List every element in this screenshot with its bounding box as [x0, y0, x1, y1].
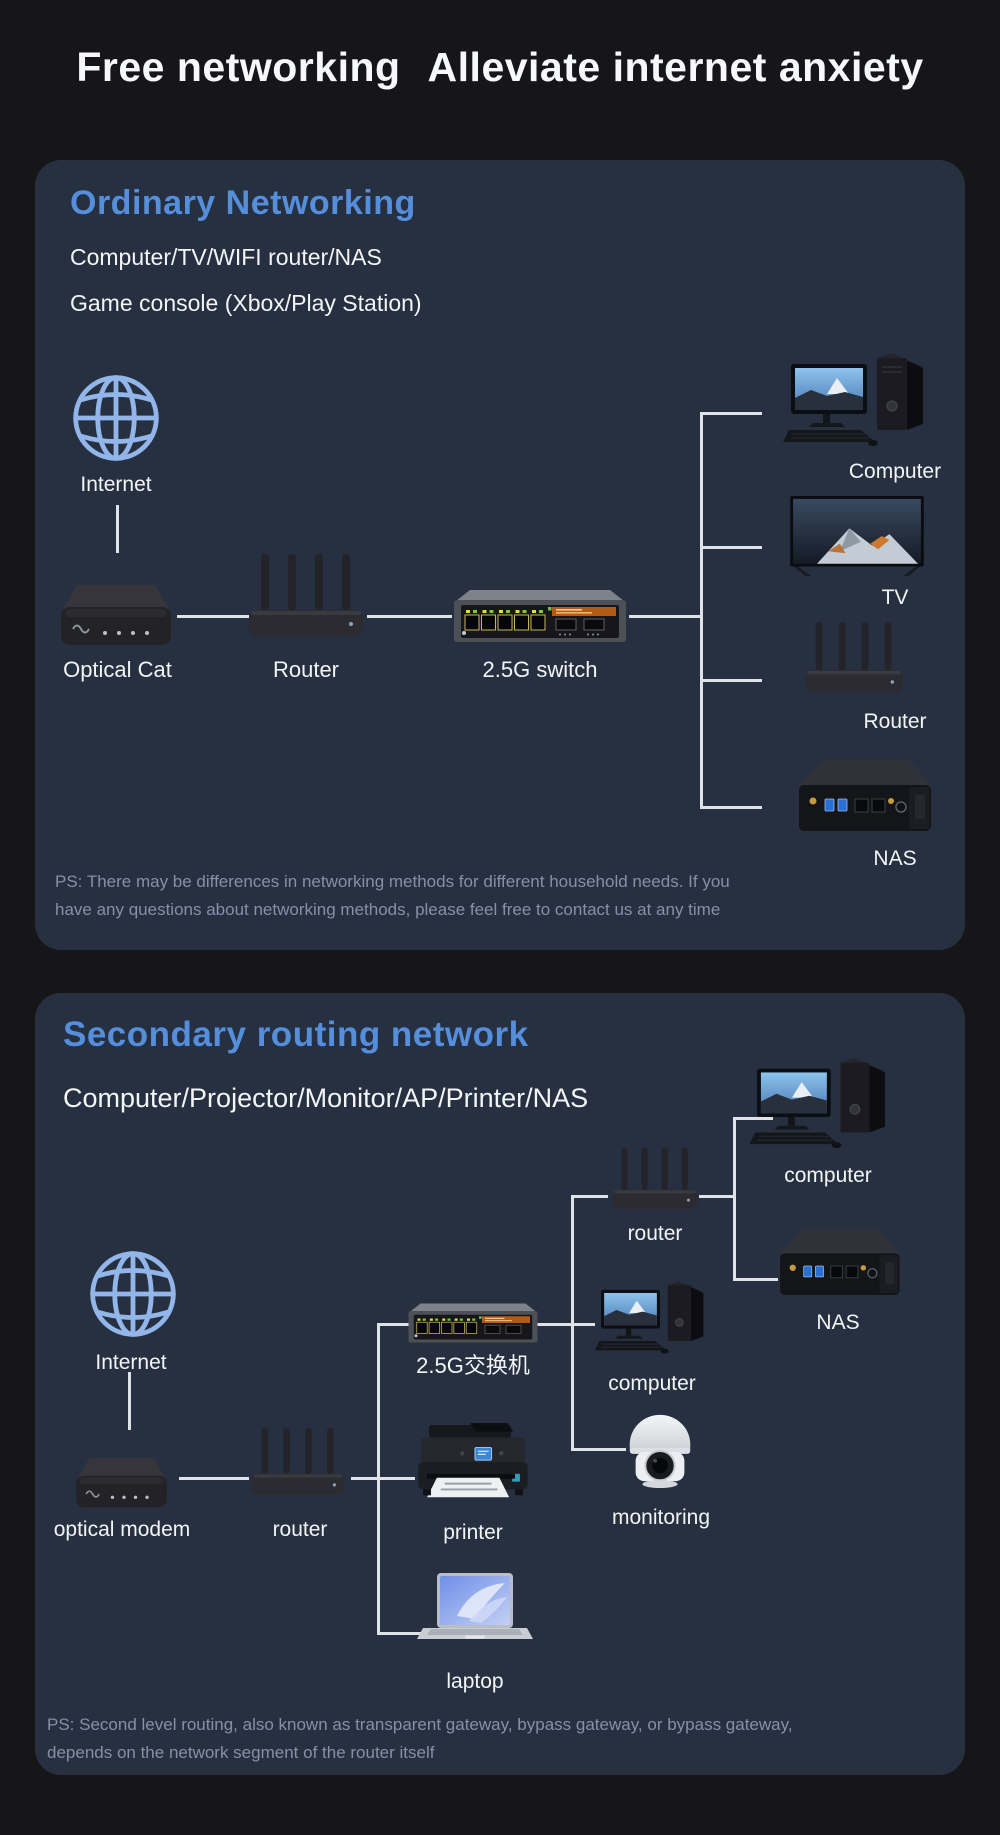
connector-line: [733, 1117, 773, 1120]
connector-line: [177, 615, 249, 618]
computer-image: [591, 1279, 715, 1355]
connector-line: [700, 412, 703, 809]
panel1-subtitle-1: Computer/TV/WIFI router/NAS: [70, 244, 382, 270]
router-image: [795, 619, 913, 699]
computer-image: [747, 1055, 897, 1150]
connector-line: [128, 1372, 131, 1430]
router-label: Router: [272, 657, 340, 682]
optical-modem-image: [64, 1433, 179, 1513]
optical-cat-image: [57, 555, 175, 652]
connector-line: [571, 1448, 626, 1451]
connector-line: [700, 679, 762, 682]
router-label: router: [272, 1518, 328, 1541]
switch-label: 2.5G switch: [482, 657, 598, 682]
panel1-ps-line1: PS: There may be differences in networki…: [55, 872, 730, 891]
connector-line: [351, 1477, 377, 1480]
page-title-part2: Alleviate internet anxiety: [427, 44, 924, 90]
page-title: Free networking Alleviate internet anxie…: [0, 44, 1000, 91]
camera-image: [620, 1409, 700, 1491]
connector-line: [700, 546, 762, 549]
tv-label: TV: [881, 586, 909, 609]
router-label: Router: [863, 710, 927, 733]
internet-label: Internet: [95, 1351, 167, 1374]
camera-label: monitoring: [611, 1506, 711, 1529]
connector-line: [733, 1117, 736, 1281]
nas-label: NAS: [873, 847, 917, 870]
panel1-subtitle-2: Game console (Xbox/Play Station): [70, 290, 422, 316]
connector-line: [367, 615, 452, 618]
tv-image: [787, 496, 927, 578]
printer-label: printer: [443, 1521, 503, 1544]
panel2-subtitle: Computer/Projector/Monitor/AP/Printer/NA…: [63, 1083, 589, 1113]
optical-modem-label: optical modem: [53, 1518, 191, 1541]
router-image: [605, 1145, 705, 1215]
nas-image: [768, 1228, 908, 1304]
page-title-part1: Free networking: [76, 44, 401, 90]
computer-label: Computer: [848, 460, 942, 483]
panel-ordinary-networking: Ordinary Networking Computer/TV/WIFI rou…: [35, 160, 965, 950]
connector-line: [699, 1195, 733, 1198]
connector-line: [179, 1477, 249, 1480]
panel1-ps-line2: have any questions about networking meth…: [55, 900, 721, 919]
connector-line: [700, 412, 762, 415]
switch-image: [452, 588, 628, 644]
panel2-ps-line2: depends on the network segment of the ro…: [47, 1743, 435, 1762]
internet-globe-icon: [68, 370, 164, 466]
connector-line: [377, 1632, 422, 1635]
computer-label: computer: [608, 1372, 696, 1395]
router-image: [245, 1425, 351, 1501]
internet-globe-icon: [85, 1246, 181, 1342]
connector-line: [700, 806, 762, 809]
panel2-ps-line1: PS: Second level routing, also known as …: [47, 1715, 793, 1734]
nas-image: [789, 757, 937, 841]
internet-label: Internet: [80, 473, 152, 496]
switch-image: [407, 1301, 539, 1345]
computer-label: computer: [784, 1164, 872, 1187]
connector-line: [629, 615, 700, 618]
connector-line: [377, 1323, 409, 1326]
panel-secondary-routing: Secondary routing network Computer/Proje…: [35, 993, 965, 1775]
optical-cat-label: Optical Cat: [63, 657, 172, 682]
switch-label: 2.5G交换机: [416, 1353, 530, 1378]
panel2-heading: Secondary routing network: [63, 1015, 529, 1054]
laptop-image: [416, 1571, 534, 1657]
connector-line: [377, 1477, 415, 1480]
computer-image: [783, 350, 933, 448]
connector-line: [571, 1195, 608, 1198]
connector-line: [535, 1323, 595, 1326]
laptop-label: laptop: [446, 1670, 504, 1693]
router-image: [247, 550, 365, 644]
nas-label: NAS: [816, 1311, 860, 1334]
connector-line: [116, 505, 119, 553]
connector-line: [733, 1278, 778, 1281]
router-label: router: [627, 1222, 683, 1245]
panel1-heading: Ordinary Networking: [70, 184, 416, 222]
printer-image: [412, 1423, 534, 1509]
